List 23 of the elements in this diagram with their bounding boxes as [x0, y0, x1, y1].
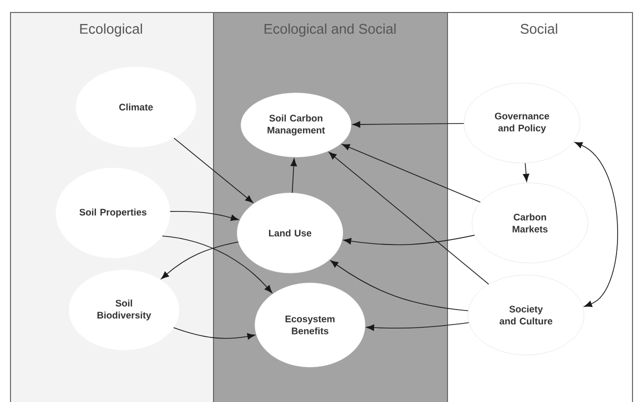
ellipse-node: Land Use	[237, 192, 343, 274]
arrow	[330, 260, 469, 312]
ellipse-node: Soil Biodiversity	[68, 270, 180, 350]
arrow	[290, 158, 297, 194]
ellipse-node: Climate	[76, 66, 196, 148]
ellipse-node: Soil Carbon Management	[240, 92, 352, 158]
arrow	[352, 121, 464, 128]
arrow	[174, 138, 254, 203]
ellipse-node: Society and Culture	[468, 274, 584, 356]
arrow	[161, 242, 239, 280]
arrow	[366, 322, 470, 331]
arrow	[522, 162, 530, 182]
ellipse-node: Governance and Policy	[464, 82, 580, 164]
ellipse-node: Carbon Markets	[472, 182, 588, 264]
arrow	[173, 327, 256, 340]
arrow	[574, 142, 618, 307]
ellipse-node: Ecosystem Benefits	[254, 282, 366, 368]
ellipse-node: Soil Properties	[56, 168, 170, 258]
arrow	[342, 144, 481, 203]
arrow	[343, 234, 475, 246]
arrow	[328, 152, 490, 285]
arrow	[162, 236, 272, 293]
arrow	[170, 210, 239, 221]
